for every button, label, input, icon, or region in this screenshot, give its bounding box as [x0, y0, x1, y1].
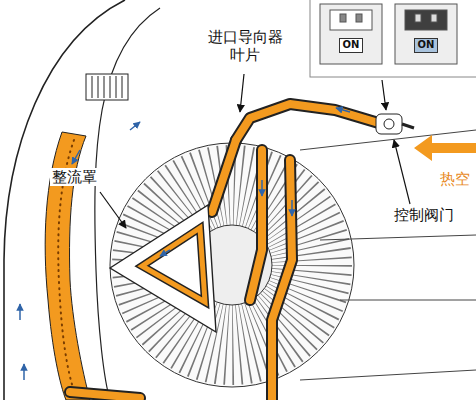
switch-label: ON	[339, 38, 364, 53]
engine-casing	[300, 130, 476, 380]
control-valve	[376, 114, 414, 134]
flow-arrows	[20, 108, 350, 380]
part-label: 进口导向器 叶片	[200, 28, 290, 64]
hot-air-arrow	[414, 135, 476, 161]
flow-label: 热空	[438, 170, 472, 188]
spinner-cone	[110, 205, 216, 332]
fan-disc	[110, 143, 354, 387]
switch-panel	[310, 0, 476, 77]
switch-state-text: ON	[418, 39, 435, 52]
nacelle-outer	[4, 0, 125, 400]
part-label: 整流罩	[50, 168, 99, 186]
spinner-duct	[142, 228, 205, 302]
spinner-duct-fill	[142, 228, 205, 302]
hot-air-ducts	[70, 104, 382, 400]
switch-state-text: ON	[343, 39, 360, 52]
cowl-grille	[86, 74, 128, 100]
leader-lines	[100, 74, 410, 228]
switch-label: ON	[414, 38, 439, 53]
part-label: 控制阀门	[392, 206, 456, 224]
